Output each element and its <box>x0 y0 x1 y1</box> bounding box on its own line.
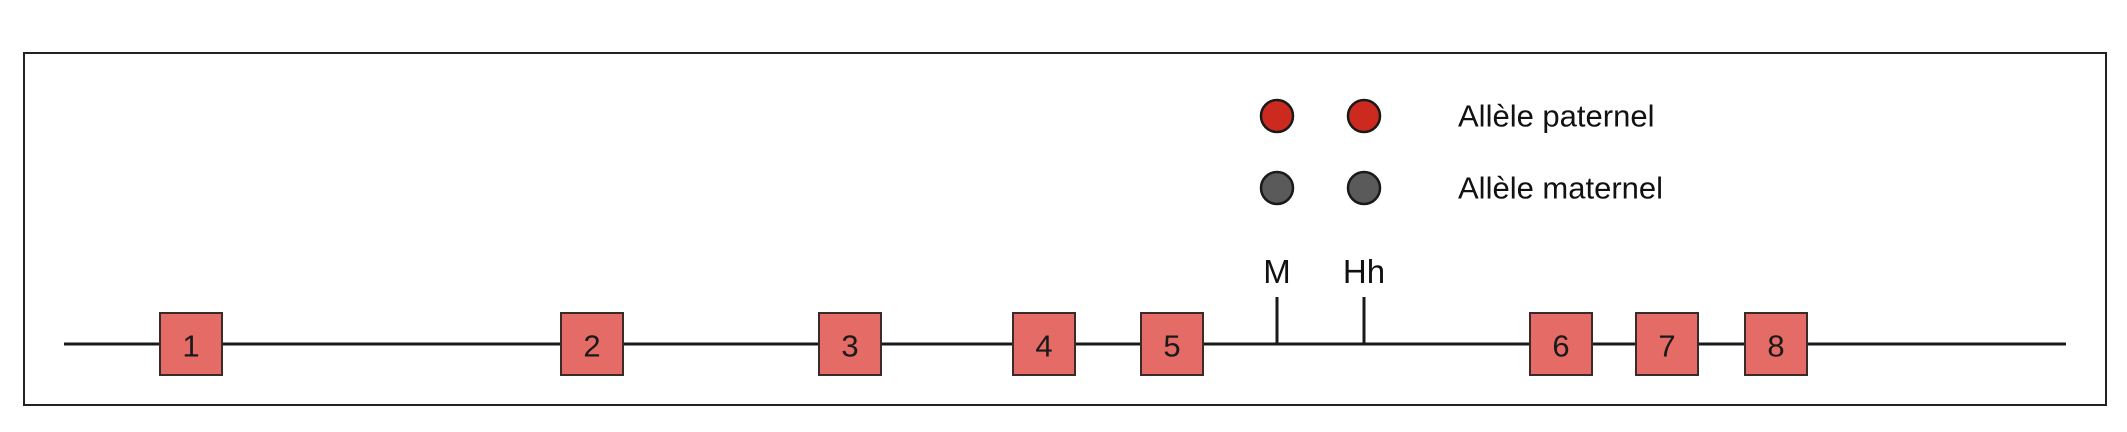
markers: M Hh <box>1263 253 1385 344</box>
exon-1: 1 <box>159 312 223 376</box>
exon-label: 6 <box>1552 329 1569 364</box>
exon-label: 8 <box>1767 329 1784 364</box>
exons: 1 2 3 4 5 6 7 8 <box>159 312 1808 376</box>
exon-label: 4 <box>1035 329 1052 364</box>
exon-6: 6 <box>1529 312 1593 376</box>
marker-label: Hh <box>1343 253 1385 290</box>
exon-2: 2 <box>560 312 624 376</box>
maternal-allele-dot-2 <box>1346 170 1382 206</box>
exon-box <box>818 312 882 376</box>
exon-3: 3 <box>818 312 882 376</box>
legend-row-maternal: Allèle maternel <box>1259 170 1663 206</box>
marker-m: M <box>1263 253 1291 344</box>
exon-label: 3 <box>841 329 858 364</box>
exon-box <box>1140 312 1204 376</box>
exon-5: 5 <box>1140 312 1204 376</box>
exon-8: 8 <box>1744 312 1808 376</box>
legend-label: Allèle paternel <box>1458 99 1654 134</box>
exon-4: 4 <box>1012 312 1076 376</box>
paternal-allele-dot-2 <box>1346 98 1382 134</box>
paternal-allele-dot-1 <box>1259 98 1295 134</box>
marker-label: M <box>1263 253 1291 290</box>
exon-box <box>1529 312 1593 376</box>
legend-row-paternal: Allèle paternel <box>1259 98 1654 134</box>
marker-hh: Hh <box>1343 253 1385 344</box>
exon-label: 1 <box>182 329 199 364</box>
exon-box <box>560 312 624 376</box>
exon-box <box>1012 312 1076 376</box>
exon-7: 7 <box>1635 312 1699 376</box>
exon-box <box>159 312 223 376</box>
exon-label: 7 <box>1658 329 1675 364</box>
maternal-allele-dot-1 <box>1259 170 1295 206</box>
exon-box <box>1744 312 1808 376</box>
exon-label: 5 <box>1163 329 1180 364</box>
exon-label: 2 <box>583 329 600 364</box>
exon-box <box>1635 312 1699 376</box>
legend-label: Allèle maternel <box>1458 171 1663 206</box>
